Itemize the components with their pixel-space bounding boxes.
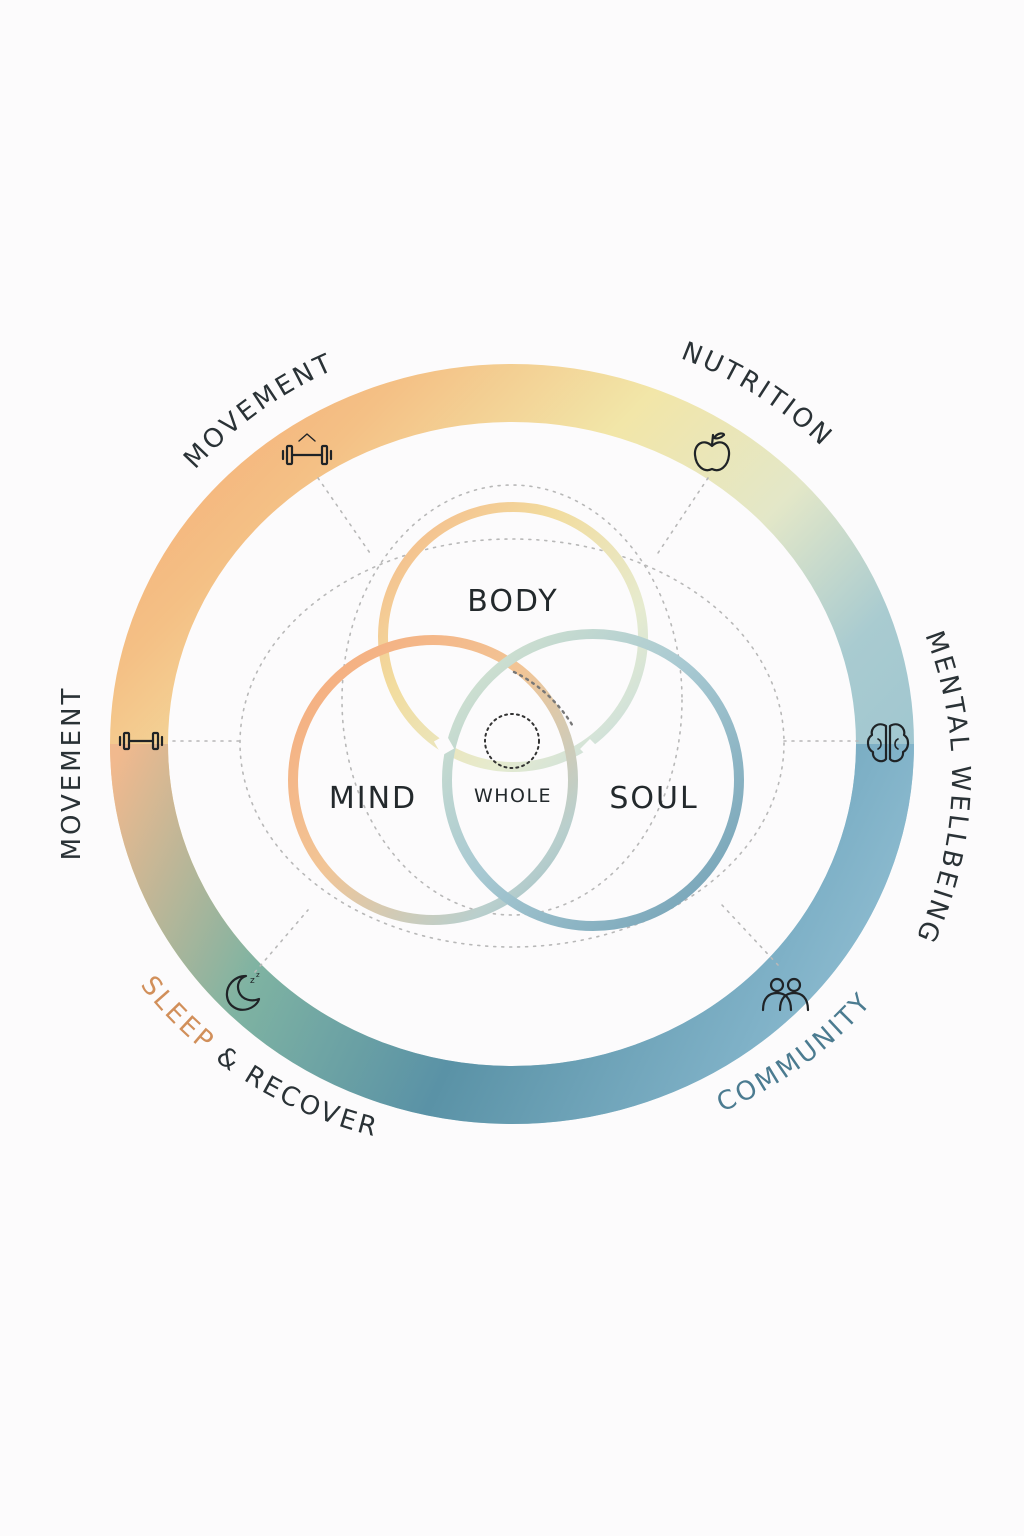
people-icon (761, 977, 810, 1012)
brain-icon (866, 723, 910, 763)
guide-lines (172, 477, 859, 973)
svg-text:z: z (250, 976, 255, 986)
venn-label-soul: SOUL (609, 781, 698, 816)
venn-label-body: BODY (467, 584, 558, 619)
svg-text:z: z (256, 971, 260, 979)
ring-label-movement-left: MOVEMENT (57, 686, 87, 861)
ring-label-mental-wellbeing: MENTAL WELLBEING (909, 627, 975, 949)
venn-label-whole: WHOLE (474, 785, 552, 807)
mind-circle (288, 635, 578, 925)
moon-icon: z z (225, 971, 261, 1011)
dumbbell-icon (281, 433, 333, 466)
venn-label-mind: MIND (329, 781, 417, 816)
soul-circle (442, 629, 744, 931)
venn-diagram: BODY MIND SOUL WHOLE (288, 502, 744, 931)
apple-icon (693, 432, 731, 472)
dumbbell-icon (118, 731, 164, 751)
whole-center-circle (484, 713, 540, 769)
body-circle (378, 502, 648, 772)
